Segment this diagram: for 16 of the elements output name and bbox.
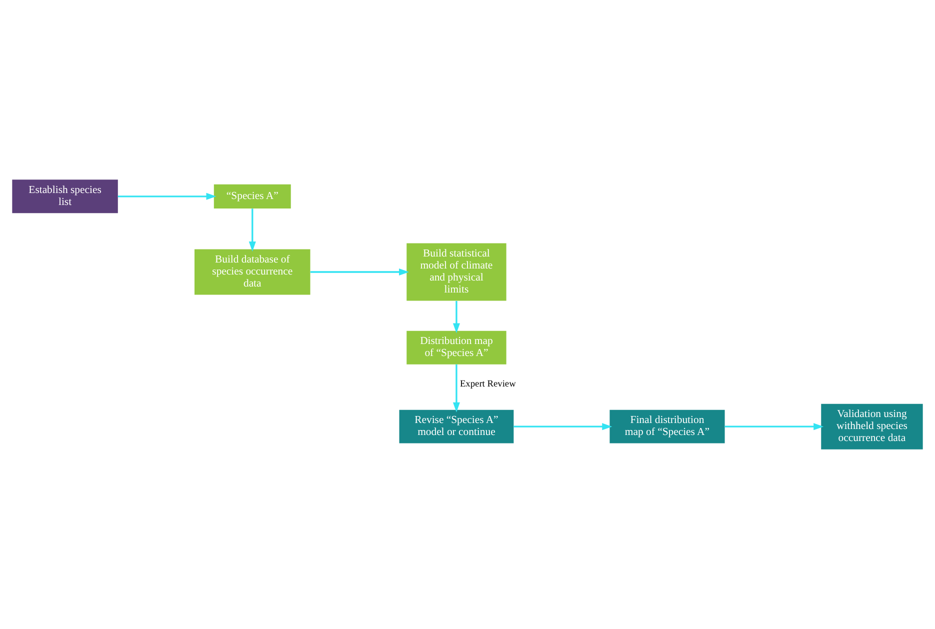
node-box: Revise “Species A” model or continue <box>399 410 514 444</box>
arrow <box>118 192 216 200</box>
arrow <box>310 268 410 276</box>
arrow <box>248 208 256 252</box>
node-box: Build statistical model of climate and physical limits <box>406 243 506 301</box>
arrow <box>452 364 460 412</box>
node-box: Validation using withheld species occurrence data <box>821 404 923 450</box>
arrow <box>452 300 460 334</box>
arrow <box>514 423 612 430</box>
edge-label: Expert Review <box>460 380 516 390</box>
node-box: Final distribution map of “Species A” <box>610 410 725 444</box>
node-box: “Species A” <box>214 184 291 208</box>
arrow <box>724 423 824 430</box>
node-box: Distribution map of “Species A” <box>406 330 506 364</box>
node-box: Build database of species occurrence data <box>194 249 310 295</box>
node-box: Establish species list <box>12 180 118 214</box>
